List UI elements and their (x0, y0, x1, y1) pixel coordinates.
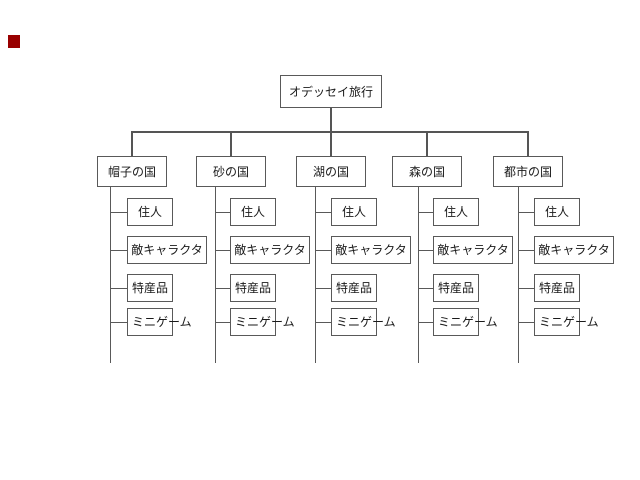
node-child-label: 敵キャラクタ (234, 243, 306, 257)
node-child-label: ミニゲーム (438, 315, 498, 329)
stub-1-2 (110, 250, 127, 251)
node-enemy: 敵キャラクタ (331, 236, 411, 264)
node-child-label: 住人 (137, 205, 162, 219)
stub-5-1 (518, 212, 534, 213)
stub-4-1 (418, 212, 433, 213)
stub-1-1 (110, 212, 127, 213)
node-minigame: ミニゲーム (230, 308, 295, 336)
stub-2-1 (215, 212, 230, 213)
node-child-label: 住人 (544, 205, 569, 219)
node-child-label: 住人 (443, 205, 468, 219)
node-resident: 住人 (433, 198, 479, 226)
connector-drop-2 (230, 132, 232, 157)
spine-4 (418, 187, 419, 363)
stub-4-3 (418, 288, 433, 289)
stub-3-1 (315, 212, 331, 213)
node-child-label: 敵キャラクタ (131, 243, 203, 257)
stub-5-2 (518, 250, 534, 251)
node-product: 特産品 (534, 274, 580, 302)
node-product: 特産品 (433, 274, 479, 302)
node-child-label: 敵キャラクタ (538, 243, 610, 257)
stub-5-3 (518, 288, 534, 289)
node-child-label: 特産品 (437, 281, 474, 295)
node-minigame: ミニゲーム (534, 308, 599, 336)
node-country-label: 帽子の国 (107, 164, 156, 179)
node-child-label: ミニゲーム (235, 315, 295, 329)
stub-3-3 (315, 288, 331, 289)
node-enemy: 敵キャラクタ (230, 236, 310, 264)
node-country-label: 都市の国 (503, 164, 552, 179)
stub-2-3 (215, 288, 230, 289)
node-child-label: ミニゲーム (132, 315, 192, 329)
node-child-label: 住人 (341, 205, 366, 219)
node-root: オデッセイ旅行 (280, 75, 382, 108)
node-child-label: 敵キャラクタ (335, 243, 407, 257)
node-root-label: オデッセイ旅行 (288, 84, 373, 99)
node-product: 特産品 (331, 274, 377, 302)
node-product: 特産品 (230, 274, 276, 302)
node-minigame: ミニゲーム (433, 308, 498, 336)
node-country-sand: 砂の国 (196, 156, 266, 187)
spine-5 (518, 187, 519, 363)
node-child-label: ミニゲーム (336, 315, 396, 329)
stub-5-4 (518, 322, 534, 323)
connector-bus (131, 131, 529, 133)
stub-1-4 (110, 322, 127, 323)
node-enemy: 敵キャラクタ (433, 236, 513, 264)
node-product: 特産品 (127, 274, 173, 302)
connector-drop-4 (426, 132, 428, 157)
node-child-label: 特産品 (131, 281, 168, 295)
spine-1 (110, 187, 111, 363)
node-country-label: 湖の国 (312, 164, 349, 179)
spine-3 (315, 187, 316, 363)
node-country-hat: 帽子の国 (97, 156, 167, 187)
connector-drop-1 (131, 132, 133, 157)
node-resident: 住人 (230, 198, 276, 226)
node-resident: 住人 (534, 198, 580, 226)
node-child-label: 特産品 (234, 281, 271, 295)
stub-2-4 (215, 322, 230, 323)
node-country-label: 砂の国 (212, 164, 249, 179)
node-country-lake: 湖の国 (296, 156, 366, 187)
red-marker (8, 35, 20, 48)
node-country-city: 都市の国 (493, 156, 563, 187)
node-child-label: 特産品 (335, 281, 372, 295)
node-country-label: 森の国 (408, 164, 445, 179)
node-child-label: 住人 (240, 205, 265, 219)
node-resident: 住人 (127, 198, 173, 226)
stub-2-2 (215, 250, 230, 251)
spine-2 (215, 187, 216, 363)
stub-3-2 (315, 250, 331, 251)
node-child-label: 特産品 (538, 281, 575, 295)
node-enemy: 敵キャラクタ (127, 236, 207, 264)
stub-4-2 (418, 250, 433, 251)
node-minigame: ミニゲーム (331, 308, 396, 336)
node-child-label: ミニゲーム (539, 315, 599, 329)
connector-drop-5 (527, 132, 529, 157)
stub-4-4 (418, 322, 433, 323)
stub-1-3 (110, 288, 127, 289)
node-child-label: 敵キャラクタ (437, 243, 509, 257)
node-country-forest: 森の国 (392, 156, 462, 187)
node-resident: 住人 (331, 198, 377, 226)
node-enemy: 敵キャラクタ (534, 236, 614, 264)
stub-3-4 (315, 322, 331, 323)
node-minigame: ミニゲーム (127, 308, 192, 336)
